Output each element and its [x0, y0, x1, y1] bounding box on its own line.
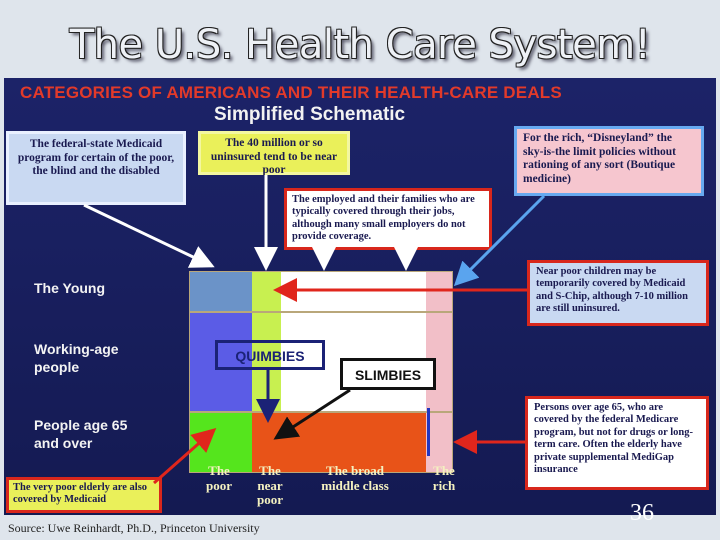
- arrow-rich: [453, 194, 546, 287]
- column-label-near-poor: The near poor: [257, 463, 283, 508]
- row-label-young: The Young: [34, 280, 106, 296]
- arrow-medicaid: [83, 203, 215, 268]
- grid-border: [189, 271, 453, 473]
- slimbies-tag: SLIMBIES: [340, 358, 436, 390]
- grid-line-working: [190, 411, 452, 413]
- cell-poor-working: [190, 312, 252, 412]
- callout-medicaid: The federal-state Medicaid program for c…: [6, 131, 186, 205]
- column-label-rich: The rich: [432, 463, 456, 493]
- column-label-poor: The poor: [206, 463, 232, 493]
- schematic-subheader: Simplified Schematic: [214, 104, 406, 125]
- arrow-slimbies: [273, 388, 351, 440]
- column-label-middle-class: The broad middle class: [321, 463, 389, 493]
- schematic-panel: CATEGORIES OF AMERICANS AND THEIR HEALTH…: [4, 78, 716, 515]
- callout-rich: For the rich, “Disneyland” the sky-is-th…: [514, 126, 704, 196]
- arrow-very-poor-elderly: [153, 428, 217, 485]
- cell-poor-young: [190, 272, 252, 312]
- source-citation: Source: Uwe Reinhardt, Ph.D., Princeton …: [8, 521, 260, 535]
- row-label-working: Working-age people: [34, 341, 119, 375]
- row-label-elderly: People age 65 and over: [34, 417, 128, 451]
- connector-arrows: [83, 175, 546, 485]
- callout-over-65: Persons over age 65, who are covered by …: [525, 396, 709, 490]
- rich-elderly-marker: [427, 408, 430, 456]
- slide-title: The U.S. Health Care System!: [69, 22, 651, 68]
- callout-uninsured: The 40 million or so uninsured tend to b…: [198, 131, 350, 176]
- callout-near-poor-children: Near poor children may be temporarily co…: [527, 260, 709, 326]
- callout-very-poor-elderly: The very poor elderly are also covered b…: [6, 477, 162, 513]
- page-number: 36: [630, 500, 654, 526]
- grid-line-young: [190, 311, 452, 313]
- callout-employed: The employed and their families who are …: [284, 188, 492, 250]
- quimbies-tag: QUIMBIES: [215, 340, 325, 370]
- schematic-header: CATEGORIES OF AMERICANS AND THEIR HEALTH…: [20, 83, 562, 102]
